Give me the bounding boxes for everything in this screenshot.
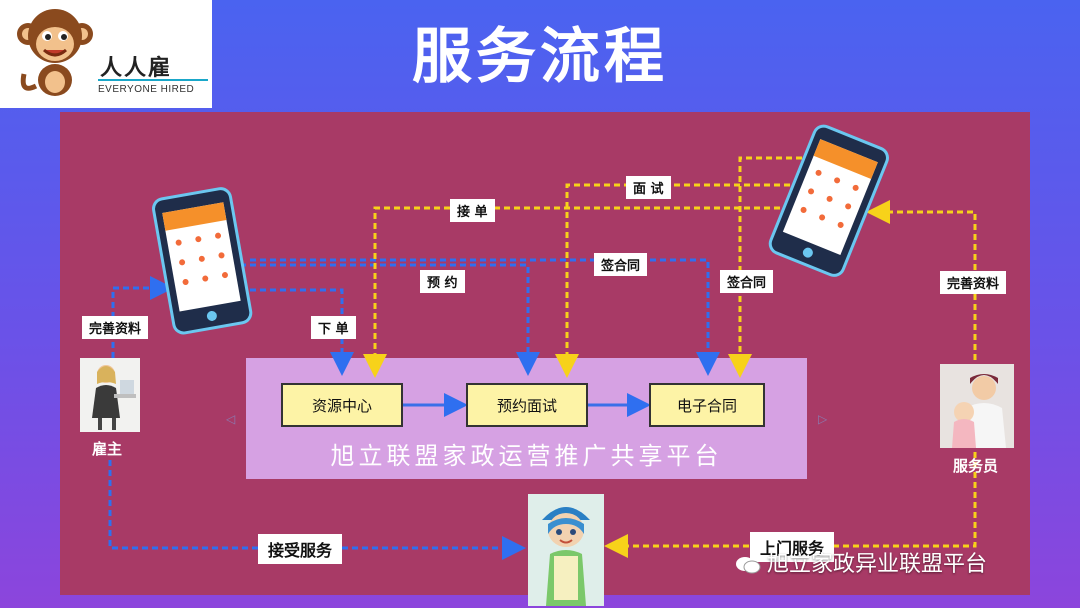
employer-phone-icon bbox=[152, 187, 253, 335]
worker-phone-icon bbox=[768, 124, 889, 277]
worker-paths bbox=[363, 156, 977, 558]
worker-avatar bbox=[940, 364, 1014, 448]
worker-label: 服务员 bbox=[953, 457, 999, 475]
logo-tagline: EVERYONE HIRED bbox=[98, 84, 195, 95]
employer-label: 雇主 bbox=[92, 440, 123, 458]
logo: 人人雇 EVERYONE HIRED bbox=[0, 0, 212, 108]
watermark-text: 旭立家政异业联盟平台 bbox=[767, 552, 988, 577]
edge-label-sign-contract-left: 签合同 bbox=[594, 253, 648, 276]
edge-label-employer-profile: 完善资料 bbox=[82, 316, 149, 339]
service-worker-illustration bbox=[528, 494, 604, 606]
logo-text: 人人雇 bbox=[100, 55, 173, 81]
logo-underline bbox=[98, 79, 208, 81]
resource-center-node: 资源中心 bbox=[281, 383, 403, 427]
employer-avatar bbox=[80, 358, 140, 432]
platform-label: 旭立联盟家政运营推广共享平台 bbox=[330, 442, 723, 470]
next-arrow-icon[interactable]: ▷ bbox=[818, 412, 828, 426]
edge-label-receive-service: 接受服务 bbox=[258, 534, 343, 564]
edge-label-home-service: 上门服务 bbox=[750, 532, 835, 562]
interview-appointment-node: 预约面试 bbox=[466, 383, 588, 427]
watermark: 旭立家政异业联盟平台 bbox=[735, 546, 987, 578]
edge-label-worker-profile: 完善资料 bbox=[940, 271, 1007, 294]
edge-label-appointment: 预 约 bbox=[420, 270, 465, 293]
wechat-icon bbox=[735, 555, 761, 575]
edge-label-order: 下 单 bbox=[311, 316, 356, 339]
prev-arrow-icon[interactable]: ◁ bbox=[226, 412, 236, 426]
edge-label-sign-contract-right: 签合同 bbox=[720, 270, 774, 293]
edge-label-accept-order: 接 单 bbox=[450, 199, 495, 222]
e-contract-node: 电子合同 bbox=[649, 383, 765, 427]
page-title: 服务流程 bbox=[412, 22, 668, 92]
monkey-mascot-icon bbox=[17, 9, 93, 96]
edge-label-interview: 面 试 bbox=[626, 176, 671, 199]
